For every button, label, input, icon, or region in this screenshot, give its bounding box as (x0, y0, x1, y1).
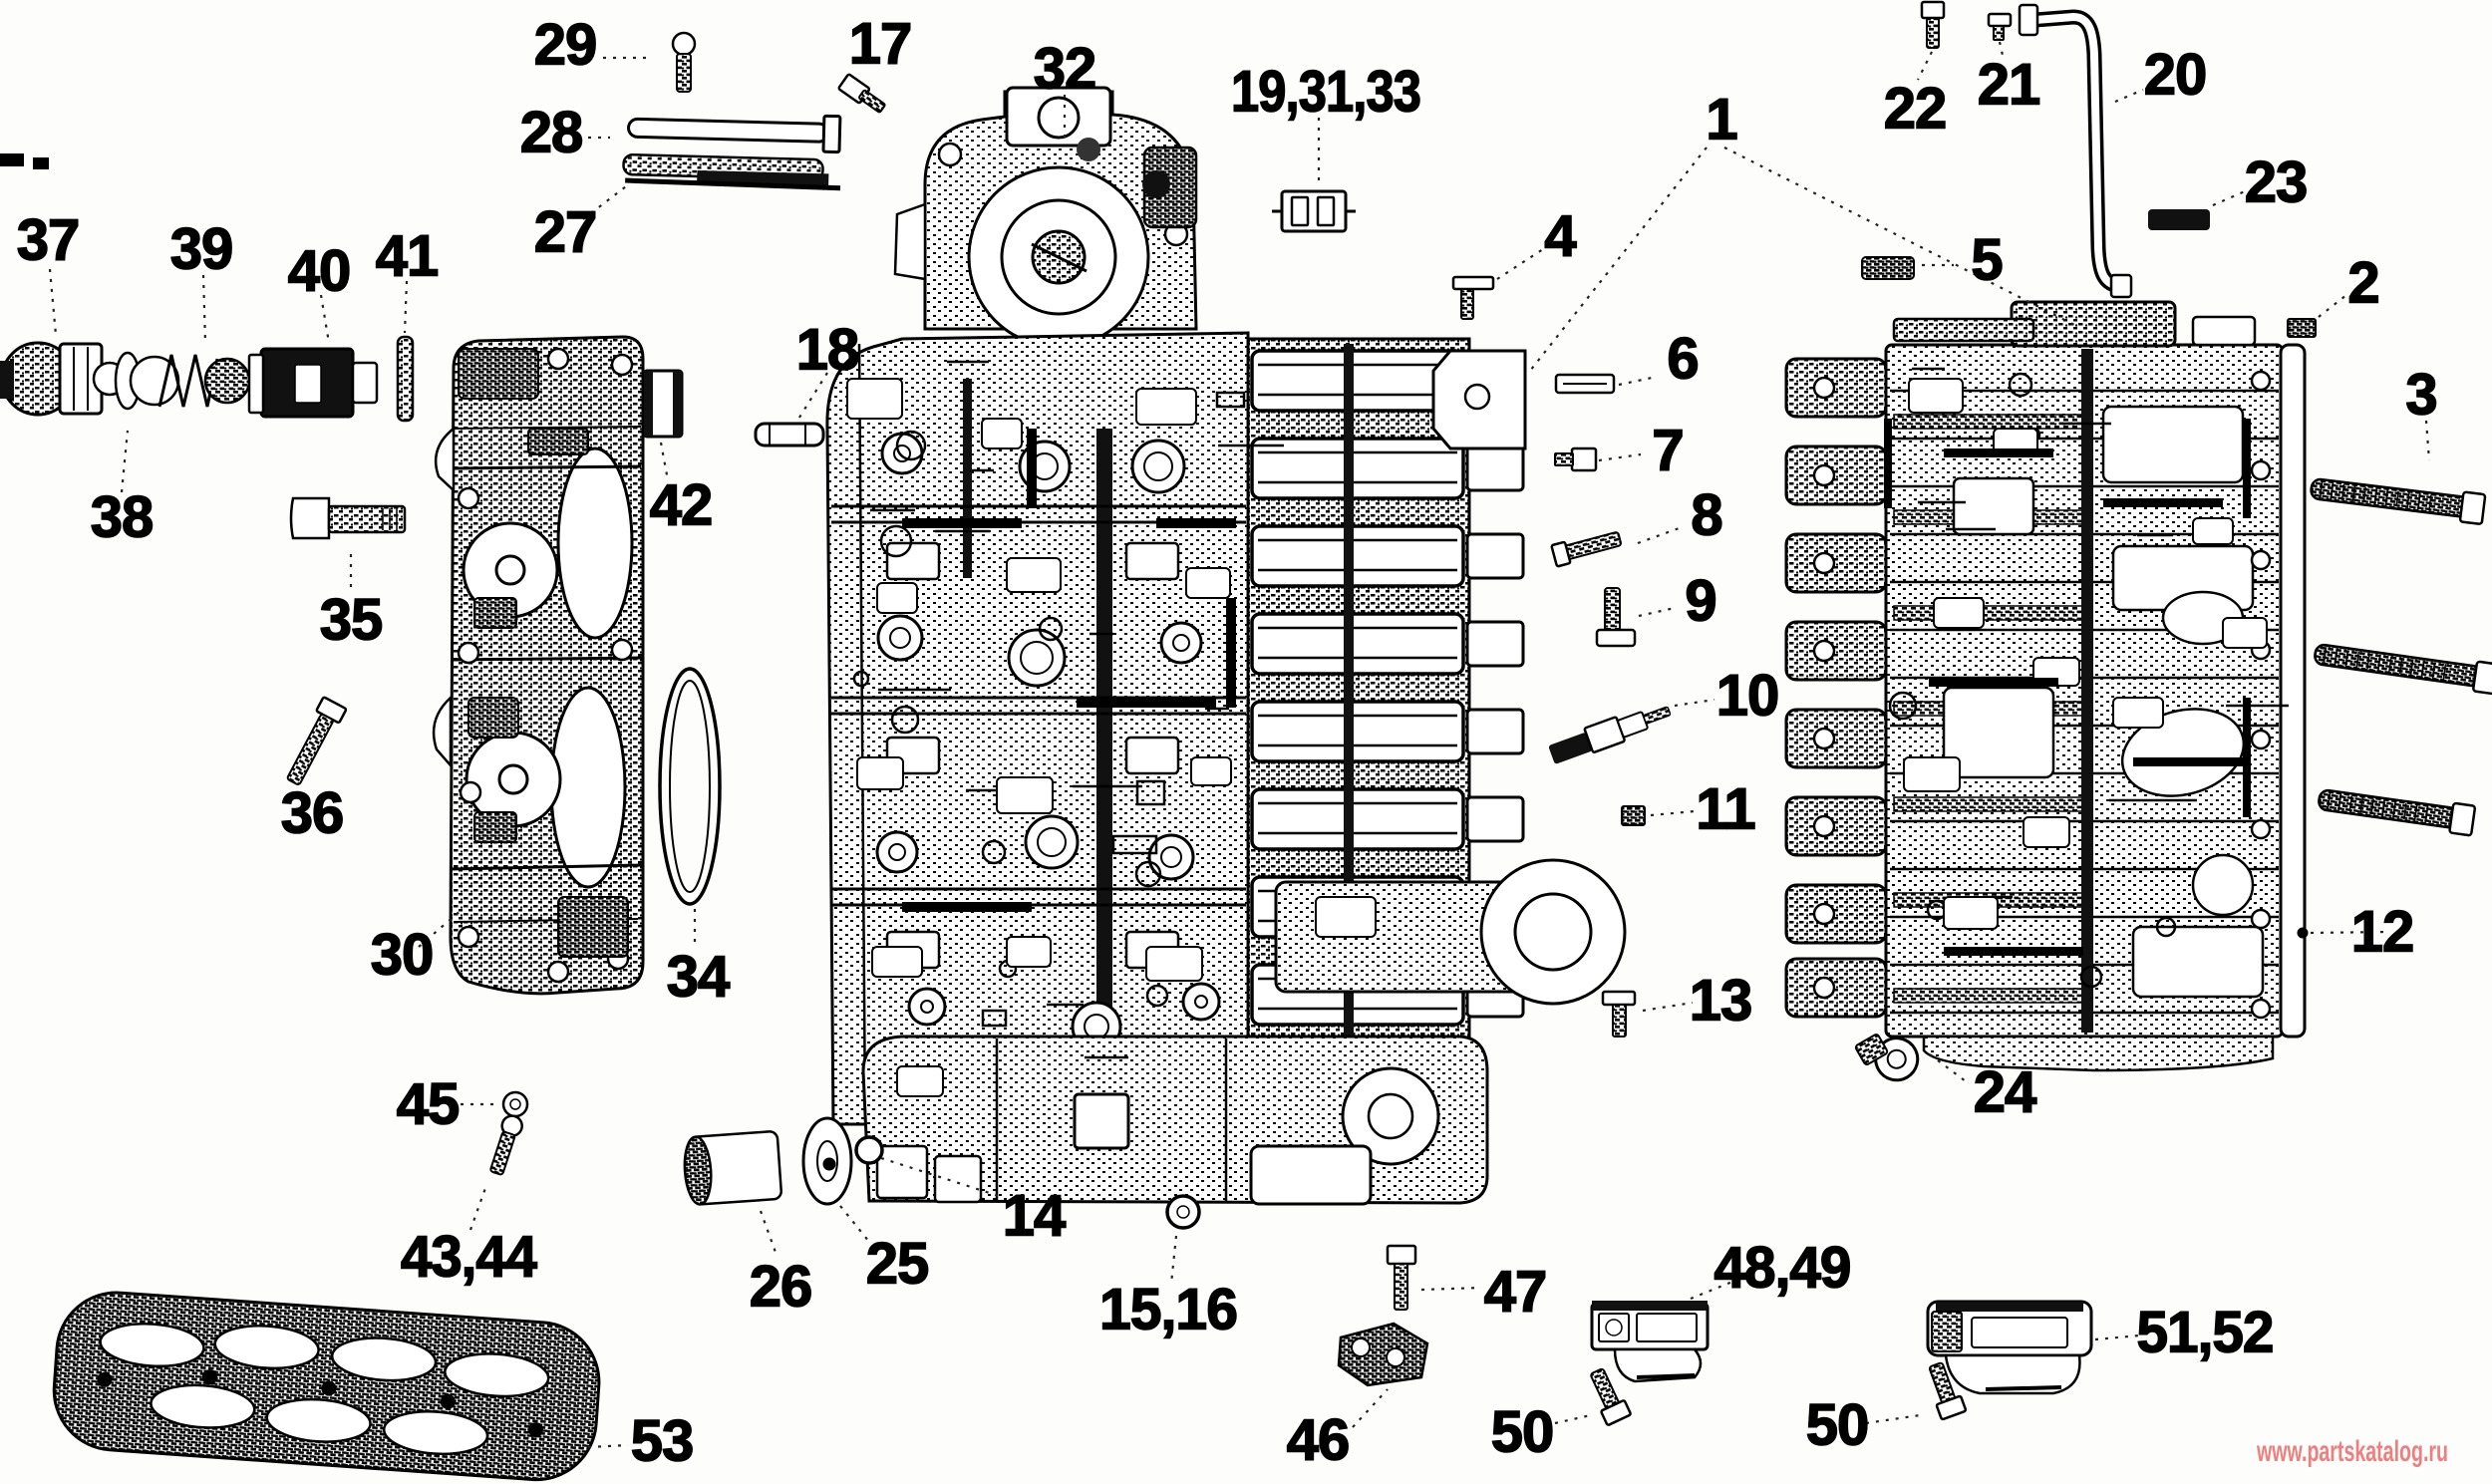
svg-text:20: 20 (2144, 43, 2207, 108)
svg-text:50: 50 (1806, 1393, 1869, 1458)
svg-text:3: 3 (2405, 363, 2436, 428)
svg-text:13: 13 (1690, 969, 1752, 1034)
svg-text:7: 7 (1652, 419, 1683, 483)
svg-text:24: 24 (1974, 1060, 2036, 1125)
svg-text:34: 34 (667, 945, 730, 1010)
svg-text:39: 39 (170, 217, 233, 282)
svg-text:30: 30 (371, 923, 434, 988)
svg-text:www.partskatalog.ru: www.partskatalog.ru (2256, 1435, 2448, 1468)
svg-text:12: 12 (2351, 900, 2414, 965)
svg-text:53: 53 (631, 1409, 694, 1474)
svg-text:8: 8 (1691, 483, 1721, 548)
svg-text:2: 2 (2347, 251, 2378, 316)
svg-text:10: 10 (1716, 664, 1779, 729)
svg-text:15,16: 15,16 (1099, 1278, 1237, 1342)
svg-text:18: 18 (796, 318, 859, 383)
svg-text:36: 36 (281, 781, 344, 846)
svg-text:25: 25 (866, 1232, 929, 1297)
svg-text:17: 17 (849, 12, 912, 77)
svg-text:43,44: 43,44 (401, 1225, 537, 1290)
svg-text:5: 5 (1971, 228, 2002, 293)
svg-text:29: 29 (534, 13, 597, 78)
svg-text:32: 32 (1034, 37, 1096, 102)
svg-text:23: 23 (2245, 150, 2308, 215)
svg-text:6: 6 (1667, 327, 1698, 392)
svg-text:41: 41 (376, 224, 439, 289)
svg-text:19,31,33: 19,31,33 (1231, 60, 1420, 125)
svg-text:35: 35 (320, 588, 383, 653)
svg-text:48,49: 48,49 (1714, 1236, 1851, 1301)
svg-text:14: 14 (1003, 1184, 1066, 1249)
svg-text:38: 38 (91, 485, 154, 550)
svg-text:9: 9 (1685, 569, 1715, 634)
svg-text:50: 50 (1491, 1400, 1554, 1465)
svg-text:27: 27 (534, 200, 597, 265)
svg-text:46: 46 (1287, 1408, 1350, 1473)
svg-text:45: 45 (397, 1072, 460, 1137)
svg-text:1: 1 (1706, 88, 1736, 152)
svg-text:37: 37 (17, 208, 80, 273)
svg-text:11: 11 (1696, 777, 1754, 842)
svg-text:40: 40 (288, 239, 351, 304)
svg-text:42: 42 (650, 473, 713, 538)
svg-text:47: 47 (1484, 1260, 1547, 1325)
svg-text:51,52: 51,52 (2137, 1301, 2274, 1365)
svg-text:21: 21 (1978, 53, 2040, 118)
svg-text:22: 22 (1884, 77, 1947, 142)
svg-text:28: 28 (520, 101, 583, 165)
svg-text:26: 26 (750, 1255, 812, 1320)
svg-text:4: 4 (1544, 204, 1576, 269)
